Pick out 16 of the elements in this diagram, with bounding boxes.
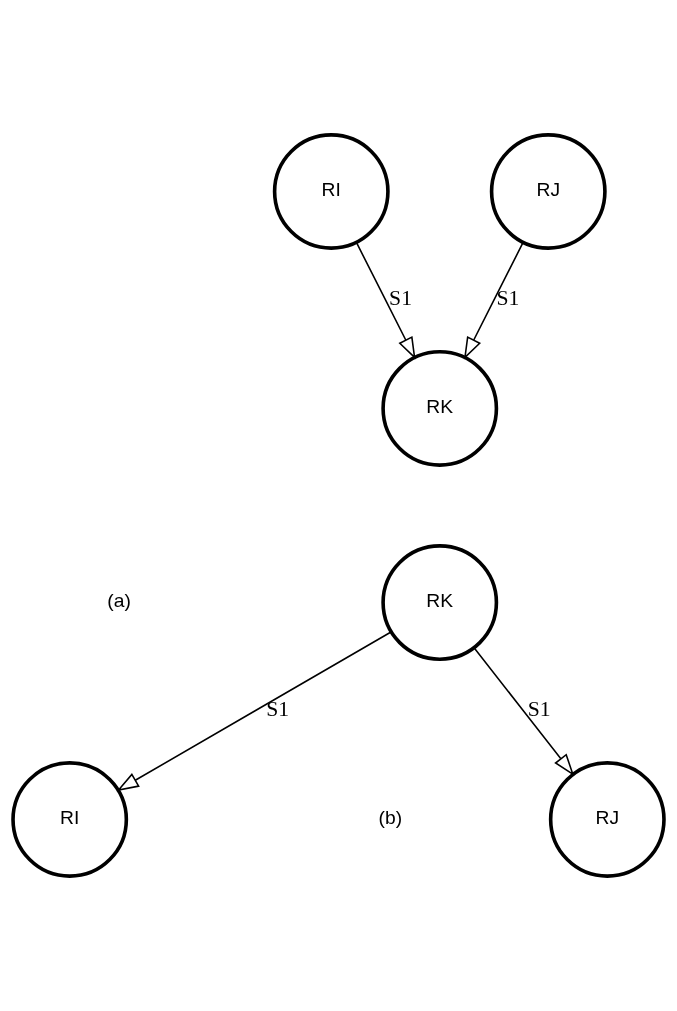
edge-label: S1 [389, 286, 413, 311]
node-circle: RI [272, 133, 390, 250]
label: (a) [107, 590, 131, 612]
arrow [355, 241, 416, 360]
arrow [463, 241, 524, 360]
node-circle: RI [11, 761, 129, 878]
edge-label: S1 [496, 286, 520, 311]
node-circle: RJ [548, 761, 666, 878]
arrow [473, 646, 575, 776]
label: (b) [378, 807, 403, 829]
edge-label: S1 [527, 697, 551, 722]
edge-label: S1 [266, 697, 290, 722]
node-circle: RJ [489, 133, 607, 250]
arrow [116, 631, 392, 792]
node-circle: RK [381, 350, 499, 467]
node-circle: RK [381, 544, 499, 661]
